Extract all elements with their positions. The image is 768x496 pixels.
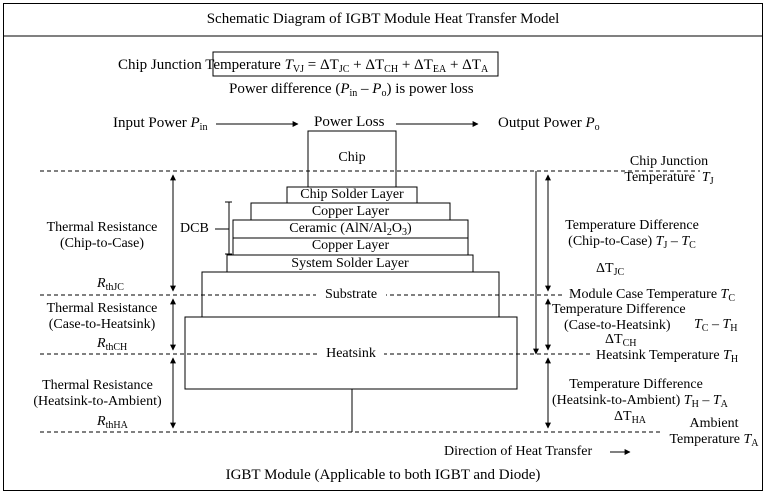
delta-tha-symbol: ΔTHA	[614, 409, 647, 426]
substrate-label: Substrate	[316, 287, 386, 303]
copper-top-label: Copper Layer	[311, 204, 390, 219]
diagram-frame	[3, 3, 763, 491]
rth-jc-title: Thermal Resistance(Chip-to-Case)	[46, 220, 158, 251]
rth-ha-title: Thermal Resistance(Heatsink-to-Ambient)	[33, 378, 162, 409]
delta-ch-formula: TC – TH	[694, 317, 738, 334]
input-power-label: Input Power Pin	[113, 115, 208, 133]
output-power-label: Output Power Po	[498, 115, 600, 133]
temperature-lines	[40, 170, 700, 433]
rth-ch-symbol: RthCH	[97, 336, 128, 353]
delta-tch-symbol: ΔTCH	[605, 332, 637, 349]
power-loss-label: Power Loss	[314, 114, 385, 130]
chip-rect	[307, 130, 397, 188]
delta-ch-label: Temperature Difference(Case-to-Heatsink)	[552, 302, 686, 333]
chip-solder-label: Chip Solder Layer	[300, 187, 404, 202]
copper-bottom-label: Copper Layer	[311, 238, 390, 253]
dcb-bracket	[225, 201, 232, 255]
dcb-label: DCB	[180, 221, 209, 236]
delta-tjc-symbol: ΔTJC	[596, 261, 625, 278]
power-loss-note: Power difference (Pin – Po) is power los…	[229, 81, 474, 99]
heat-direction-label: Direction of Heat Transfer	[444, 444, 593, 459]
case-temp-label: Module Case Temperature TC	[569, 287, 736, 304]
rth-ch-title: Thermal Resistance(Case-to-Heatsink)	[46, 301, 158, 332]
delta-ha-label: Temperature Difference(Heatsink-to-Ambie…	[552, 377, 728, 410]
formula-box	[212, 51, 499, 77]
chip-label: Chip	[338, 150, 366, 165]
rth-jc-symbol: RthJC	[97, 276, 124, 293]
footer-caption: IGBT Module (Applicable to both IGBT and…	[225, 467, 541, 483]
junction-formula: Chip Junction Temperature TVJ = ΔTJC + Δ…	[118, 57, 489, 75]
delta-jc-label: Temperature Difference(Chip-to-Case) TJ …	[565, 218, 699, 251]
heatsink-temp-label: Heatsink Temperature TH	[596, 348, 739, 365]
temperature-arrows	[533, 171, 551, 429]
diagram-title: Schematic Diagram of IGBT Module Heat Tr…	[206, 11, 560, 27]
rth-ha-symbol: RthHA	[97, 414, 128, 431]
system-solder-label: System Solder Layer	[291, 256, 409, 271]
ceramic-label: Ceramic (AlN/Al2O3)	[289, 221, 412, 238]
heatsink-label: Heatsink	[318, 346, 384, 362]
